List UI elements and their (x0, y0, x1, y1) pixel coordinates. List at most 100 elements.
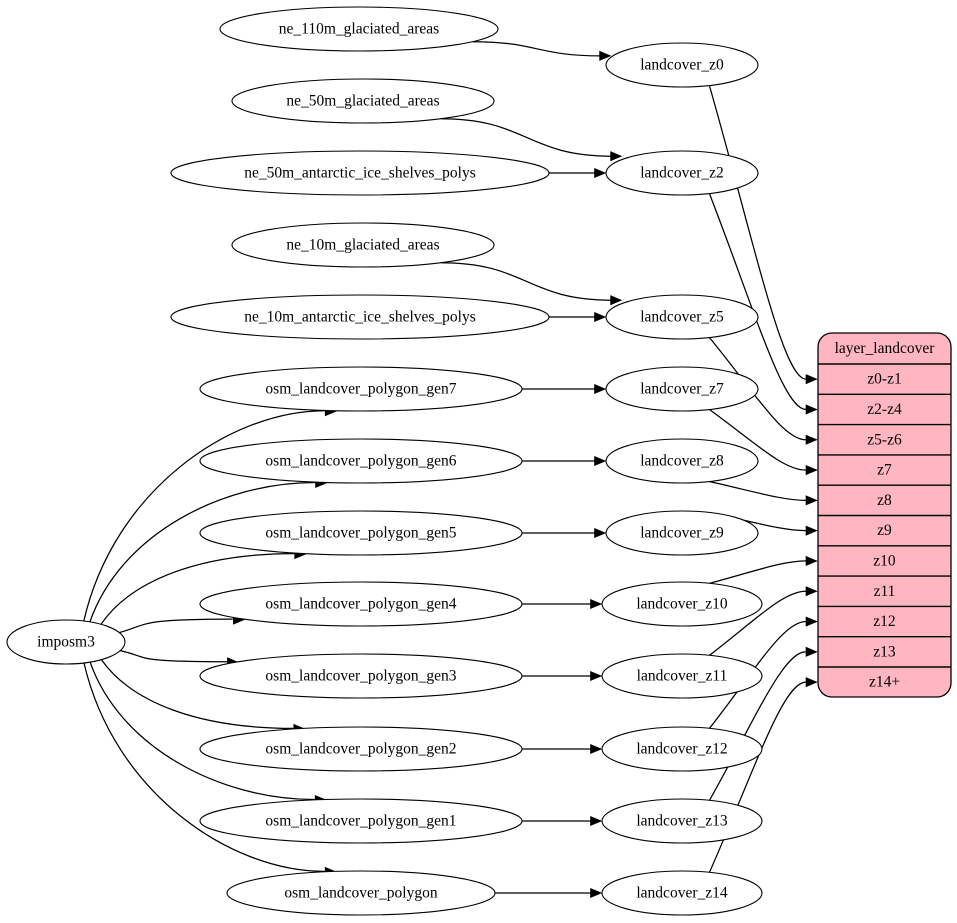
edge-imposm3-to-osm_landcover_polygon (83, 662, 325, 873)
landcover_z10-label: landcover_z10 (636, 596, 727, 613)
landcover_z7-label: landcover_z7 (640, 381, 724, 398)
node-osm_landcover_polygon_gen5[interactable]: osm_landcover_polygon_gen5 (199, 510, 523, 556)
landcover_z12-label: landcover_z12 (636, 741, 727, 758)
node-landcover_z8[interactable]: landcover_z8 (605, 438, 759, 484)
edge-imposm3-to-osm_landcover_polygon_gen2 (100, 659, 294, 730)
edge-arrowhead (590, 670, 603, 682)
node-ne_110m_glaciated_areas[interactable]: ne_110m_glaciated_areas (219, 6, 499, 52)
node-osm_landcover_polygon[interactable]: osm_landcover_polygon (226, 870, 496, 916)
layer-table-row-z13[interactable]: z13 (873, 643, 896, 660)
edge-arrowhead (805, 646, 818, 657)
edge-imposm3-to-osm_landcover_polygon_gen1 (89, 661, 315, 801)
edge-landcover_z2-to-table-z2-z4 (708, 193, 807, 411)
edge-landcover_z7-to-table-z7 (709, 408, 807, 471)
osm_landcover_polygon_gen3-ellipse (199, 653, 523, 699)
node-landcover_z14[interactable]: landcover_z14 (601, 870, 763, 916)
osm_landcover_polygon_gen4-label: osm_landcover_polygon_gen4 (265, 596, 456, 613)
landcover_z8-ellipse (605, 438, 759, 484)
landcover_z9-label: landcover_z9 (640, 525, 724, 542)
edge-ne_110m_glaciated_areas-to-landcover_z0 (472, 41, 602, 57)
edge-arrowhead (805, 495, 818, 506)
node-osm_landcover_polygon_gen6[interactable]: osm_landcover_polygon_gen6 (199, 438, 523, 484)
ne_50m_glaciated_areas-label: ne_50m_glaciated_areas (286, 93, 439, 110)
node-landcover_z2[interactable]: landcover_z2 (605, 150, 759, 196)
layer-table-row-z9[interactable]: z9 (877, 522, 892, 539)
edge-landcover_z8-to-table-z8 (709, 480, 807, 502)
osm_landcover_polygon_gen4-ellipse (199, 581, 523, 627)
node-ne_50m_antarctic_ice_shelves_polys[interactable]: ne_50m_antarctic_ice_shelves_polys (170, 150, 550, 196)
node-osm_landcover_polygon_gen2[interactable]: osm_landcover_polygon_gen2 (199, 726, 523, 772)
node-landcover_z11[interactable]: landcover_z11 (601, 653, 763, 699)
landcover_z7-ellipse (605, 366, 759, 412)
landcover_z14-ellipse (601, 870, 763, 916)
edge-arrowhead (594, 455, 607, 467)
edge-landcover_z13-to-table-z13 (708, 651, 807, 801)
node-osm_landcover_polygon_gen4[interactable]: osm_landcover_polygon_gen4 (199, 581, 523, 627)
edges-layer (83, 41, 818, 899)
osm_landcover_polygon_gen1-ellipse (199, 798, 523, 844)
ne_110m_glaciated_areas-ellipse (219, 6, 499, 52)
layer-table-row-z10[interactable]: z10 (873, 553, 896, 570)
osm_landcover_polygon_gen2-label: osm_landcover_polygon_gen2 (265, 741, 456, 758)
layer-landcover-table[interactable]: layer_landcover z0-z1 z2-z4 z5-z6 z7 z8 z9 z10 z… (817, 332, 952, 698)
node-landcover_z13[interactable]: landcover_z13 (601, 798, 763, 844)
osm_landcover_polygon_gen2-ellipse (199, 726, 523, 772)
landcover_z5-label: landcover_z5 (640, 309, 724, 326)
node-ne_10m_antarctic_ice_shelves_polys[interactable]: ne_10m_antarctic_ice_shelves_polys (170, 294, 550, 340)
edge-imposm3-to-osm_landcover_polygon_gen7 (83, 410, 325, 622)
landcover_z13-ellipse (601, 798, 763, 844)
osm_landcover_polygon_gen7-label: osm_landcover_polygon_gen7 (265, 381, 456, 398)
edge-arrowhead (805, 404, 818, 415)
edge-arrowhead (610, 151, 623, 162)
node-landcover_z12[interactable]: landcover_z12 (601, 726, 763, 772)
edge-arrowhead (805, 616, 818, 627)
landcover_z11-ellipse (601, 653, 763, 699)
layer-table-row-z0-z1[interactable]: z0-z1 (867, 371, 901, 388)
node-osm_landcover_polygon_gen3[interactable]: osm_landcover_polygon_gen3 (199, 653, 523, 699)
edge-arrowhead (590, 815, 603, 827)
layer-table-row-z8[interactable]: z8 (877, 492, 892, 509)
edge-landcover_z0-to-table-z0-z1 (708, 85, 807, 380)
edge-landcover_z12-to-table-z12 (709, 620, 807, 729)
edge-arrowhead (590, 598, 603, 610)
landcover_z10-ellipse (601, 581, 763, 627)
ne_10m_glaciated_areas-ellipse (231, 222, 495, 268)
node-landcover_z0[interactable]: landcover_z0 (605, 42, 759, 88)
node-ne_50m_glaciated_areas[interactable]: ne_50m_glaciated_areas (231, 78, 495, 124)
landcover_z2-ellipse (605, 150, 759, 196)
layer-table-row-z11[interactable]: z11 (874, 583, 896, 600)
node-imposm3[interactable]: imposm3 (6, 619, 126, 665)
edge-ne_50m_glaciated_areas-to-landcover_z2 (441, 118, 613, 157)
node-landcover_z10[interactable]: landcover_z10 (601, 581, 763, 627)
node-osm_landcover_polygon_gen1[interactable]: osm_landcover_polygon_gen1 (199, 798, 523, 844)
node-osm_landcover_polygon_gen7[interactable]: osm_landcover_polygon_gen7 (199, 366, 523, 412)
osm_landcover_polygon_gen3-label: osm_landcover_polygon_gen3 (265, 668, 456, 685)
layer-table-header: layer_landcover (835, 340, 936, 357)
osm_landcover_polygon_gen5-label: osm_landcover_polygon_gen5 (265, 525, 456, 542)
ne_110m_glaciated_areas-label: ne_110m_glaciated_areas (279, 21, 439, 38)
osm_landcover_polygon_gen6-label: osm_landcover_polygon_gen6 (265, 453, 456, 470)
node-landcover_z5[interactable]: landcover_z5 (605, 294, 759, 340)
imposm3-ellipse (6, 619, 126, 665)
layer-table-row-z14+[interactable]: z14+ (869, 674, 900, 691)
edge-arrowhead (594, 527, 607, 539)
landcover_z14-label: landcover_z14 (636, 885, 727, 902)
node-ne_10m_glaciated_areas[interactable]: ne_10m_glaciated_areas (231, 222, 495, 268)
layer-table-row-z12[interactable]: z12 (873, 613, 895, 630)
layer-table-row-z2-z4[interactable]: z2-z4 (867, 401, 902, 418)
edge-arrowhead (805, 677, 818, 688)
node-landcover_z7[interactable]: landcover_z7 (605, 366, 759, 412)
edge-arrowhead (594, 167, 607, 179)
layer-table-row-z5-z6[interactable]: z5-z6 (867, 431, 902, 448)
edge-arrowhead (590, 887, 603, 899)
node-landcover_z9[interactable]: landcover_z9 (605, 510, 759, 556)
edge-imposm3-to-osm_landcover_polygon_gen5 (100, 552, 295, 625)
landcover_z0-ellipse (605, 42, 759, 88)
edge-ne_10m_glaciated_areas-to-landcover_z5 (441, 262, 613, 301)
edge-arrowhead (610, 295, 623, 306)
landcover_z9-ellipse (605, 510, 759, 556)
layer-table-row-z7[interactable]: z7 (877, 462, 892, 479)
landcover_z11-label: landcover_z11 (637, 668, 728, 685)
edge-arrowhead (805, 464, 818, 476)
